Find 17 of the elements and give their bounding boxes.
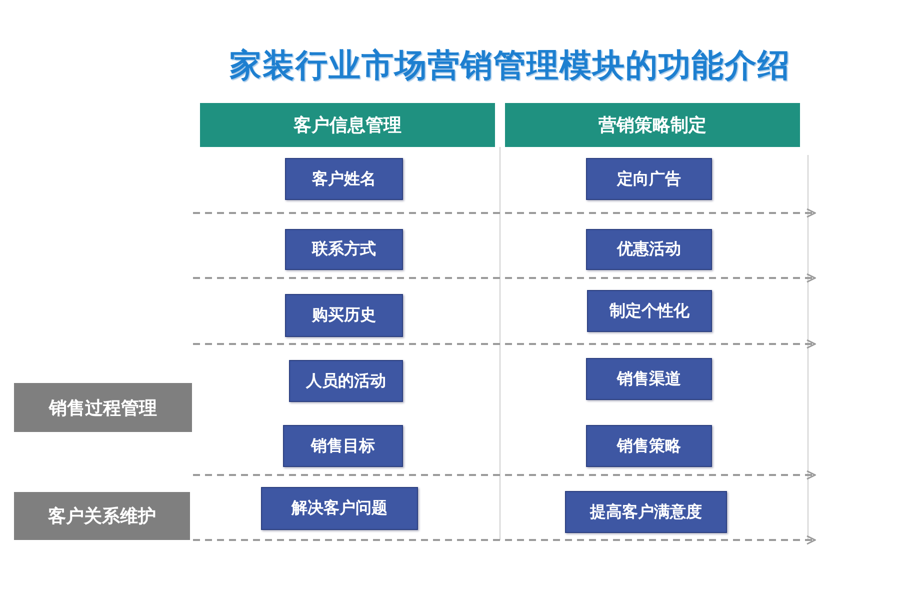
function-box: 人员的活动 — [289, 360, 403, 402]
function-box: 客户姓名 — [285, 158, 403, 200]
function-box: 销售目标 — [283, 425, 403, 467]
function-box: 销售策略 — [586, 425, 712, 467]
function-box: 销售渠道 — [586, 358, 712, 400]
category-box: 销售过程管理 — [14, 383, 192, 432]
function-box: 制定个性化 — [587, 290, 712, 332]
function-box: 购买历史 — [285, 294, 403, 337]
function-box: 提高客户满意度 — [565, 491, 727, 533]
column-header: 营销策略制定 — [505, 103, 800, 147]
function-box: 联系方式 — [285, 229, 403, 270]
function-box: 定向广告 — [586, 158, 712, 200]
function-box: 解决客户问题 — [261, 487, 418, 530]
function-box: 优惠活动 — [586, 229, 712, 270]
category-box: 客户关系维护 — [14, 492, 190, 540]
column-header: 客户信息管理 — [200, 103, 495, 147]
diagram-title: 家装行业市场营销管理模块的功能介绍 — [228, 45, 792, 86]
